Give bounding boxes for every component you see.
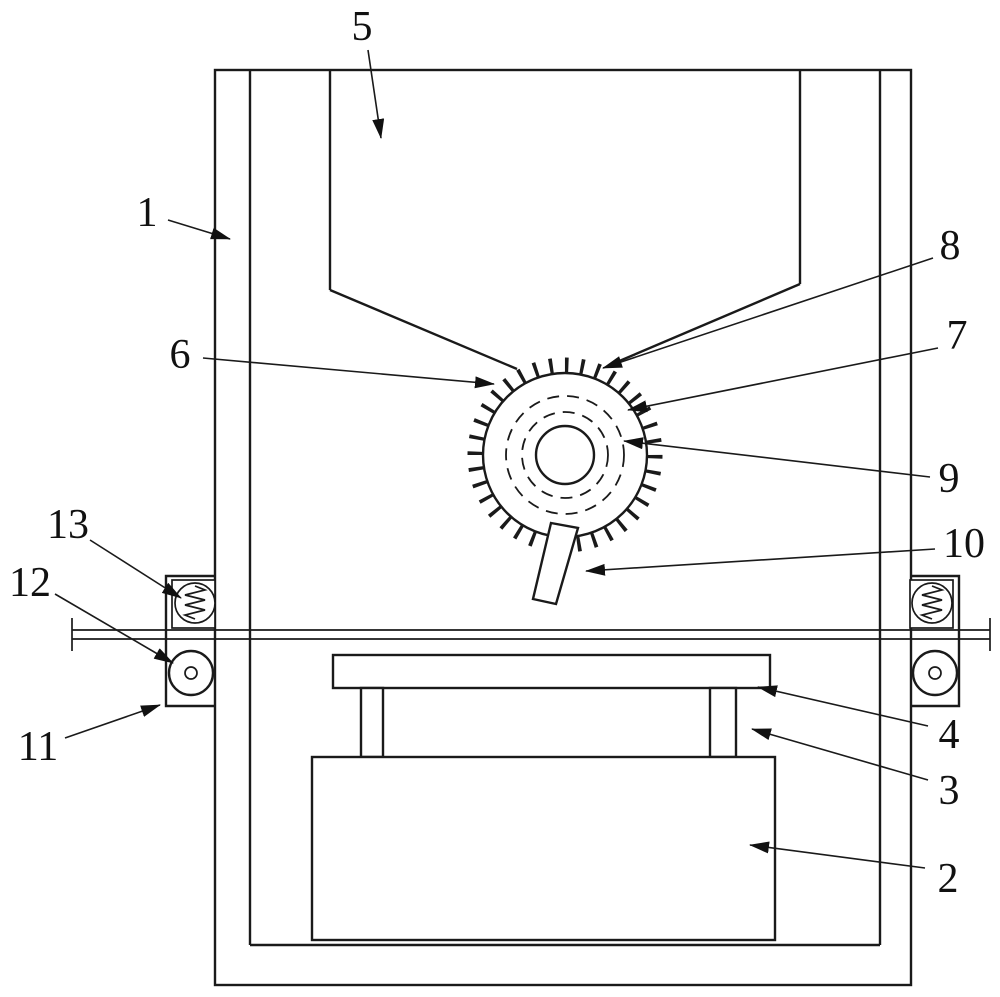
leader-3 [751,728,929,781]
right-mount-bracket [909,574,961,708]
left-spring-coil [182,585,208,620]
hopper-right-slope [616,282,801,364]
leader-1 [167,219,231,240]
roller-dashed-circle-inner [521,411,609,499]
leader-2 [749,841,926,869]
right-guide-roller-axle [928,666,942,680]
label-2: 2 [938,856,959,902]
label-10: 10 [943,521,985,567]
outer-housing-frame [213,68,913,987]
label-12: 12 [9,560,51,606]
right-bracket-outline [910,574,961,708]
table-leg-left [359,686,385,759]
roller-teeth-ring [467,357,663,553]
leader-9 [623,437,931,478]
part-labels: 5 1 8 7 6 9 10 13 12 11 4 3 2 [9,4,985,902]
transverse-rod [71,618,991,651]
leader-13 [89,539,182,599]
leader-12 [54,593,174,664]
label-4: 4 [939,712,960,758]
right-spring-coil [919,585,945,620]
label-5: 5 [352,4,373,50]
feed-hopper [328,70,802,371]
leader-8 [602,257,934,369]
left-mount-bracket [164,574,216,708]
label-11: 11 [18,724,58,770]
label-9: 9 [939,456,960,502]
leader-5 [367,49,385,139]
leader-11 [64,704,161,739]
table-leg-right [708,686,738,759]
toothed-roller [467,357,663,606]
leader-4 [757,685,929,727]
roller-shaft-circle [534,424,596,486]
leader-lines [54,49,939,869]
leader-6 [202,357,495,389]
base-block [310,755,777,942]
hopper-left-slope [329,288,518,371]
leader-7 [627,347,939,413]
label-6: 6 [170,332,191,378]
table-plate [331,653,772,690]
left-guide-roller-axle [184,666,198,680]
support-table-assembly [310,653,777,942]
label-1: 1 [137,190,158,236]
roller-dashed-circle-outer [505,395,625,515]
label-13: 13 [47,502,89,548]
label-7: 7 [947,313,968,359]
label-3: 3 [939,768,960,814]
left-bracket-outline [164,574,215,708]
label-8: 8 [940,223,961,269]
leader-10 [585,548,936,576]
outer-frame-rect [213,68,913,987]
discharge-chute [531,521,580,606]
